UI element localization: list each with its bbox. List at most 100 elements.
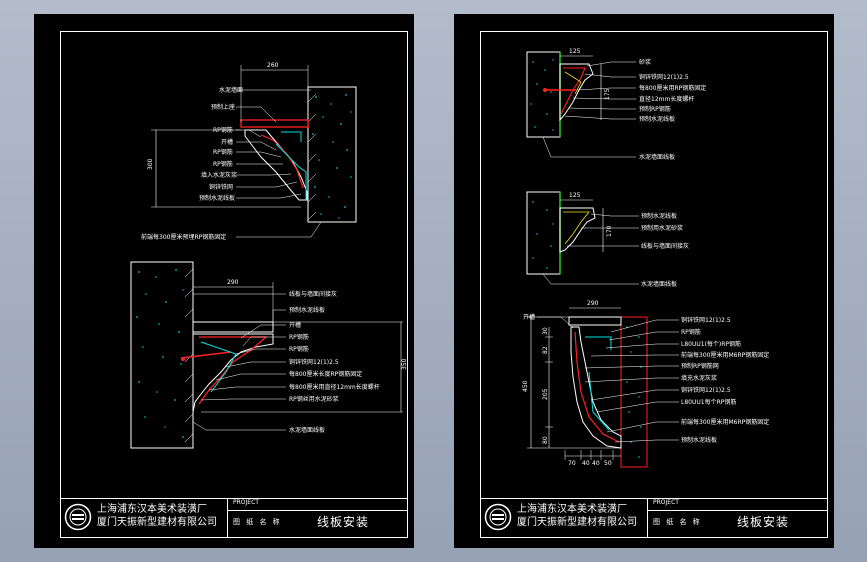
wall-hatch-dots-d <box>532 201 554 269</box>
anchor-bolt-b <box>180 351 232 359</box>
anchor-head-b <box>181 357 185 361</box>
wall-section-c <box>526 51 561 138</box>
wall-plaster-hatch <box>307 93 317 221</box>
drawing-name-label: 图 纸 名 称 <box>233 518 282 526</box>
detail-a: 260 300 水泥墙 <box>141 62 357 241</box>
wall-section-d <box>526 191 561 275</box>
label-b-3: RP钢筋 <box>289 333 309 341</box>
company-logo-icon <box>484 503 512 531</box>
dim-bottom-2: 40 <box>592 460 600 467</box>
sheet-frame: 260 300 水泥墙 <box>60 31 408 538</box>
drawing-name-label: 图 纸 名 称 <box>653 518 702 526</box>
rebar <box>275 143 307 200</box>
note-b: 水泥墙面线板 <box>289 426 325 434</box>
drawing-name-value: 线板安装 <box>317 515 370 529</box>
dim-bottom-0: 70 <box>568 460 576 467</box>
title-block-rule <box>227 510 407 511</box>
note-d: 水泥墙面线板 <box>641 280 677 288</box>
dim-label-top-c: 125 <box>569 48 581 55</box>
company-line-1: 上海浦东汉本美术装潢厂 <box>97 504 207 515</box>
label-b-6: 每800厘米长度RP钢筋固定 <box>289 370 362 378</box>
wall-hatch-dots-b <box>136 269 184 438</box>
label-a-0: 水泥墙面 <box>219 86 243 94</box>
dim-label-side-c: 175 <box>604 88 611 100</box>
label-e-9: 预制水泥线板 <box>681 436 717 444</box>
profile-inner-c <box>560 67 586 115</box>
dim-bottom-3: 50 <box>604 460 612 467</box>
dim-label-side-b: 350 <box>401 358 408 370</box>
company-line-1: 上海浦东汉本美术装潢厂 <box>517 504 627 515</box>
label-a-8: 预制水泥线板 <box>199 194 235 202</box>
profile-inner-e <box>574 331 620 443</box>
cornice-profile-e <box>570 326 622 449</box>
project-label: PROJECT <box>653 499 679 506</box>
label-a-7: 铜锌铁网 <box>209 183 233 191</box>
title-block-divider <box>227 499 228 537</box>
label-b-5: 铜锌铁网12(1)2.5 <box>289 358 339 366</box>
label-d-2: 线板与墙面间接灰 <box>641 242 689 250</box>
cornice-profile <box>244 129 308 201</box>
label-c-4: 预制RP钢筋 <box>639 105 671 113</box>
leader-lines-e <box>584 319 679 443</box>
dim-label-side-d: 170 <box>606 225 613 237</box>
anchor-head-c <box>543 88 547 92</box>
leader-left-e <box>537 316 574 329</box>
wall-hatch-dots-e <box>626 326 642 458</box>
label-b-2: 开槽 <box>289 321 301 329</box>
label-c-2: 每800厘米用RP钢筋固定 <box>639 84 706 92</box>
note-c: 水泥墙面线板 <box>639 153 675 161</box>
wall-section <box>307 86 357 223</box>
title-block: 上海浦东汉本美术装潢厂 厦门天振新型建材有限公司 PROJECT 图 纸 名 称… <box>61 498 407 537</box>
company-line-2: 厦门天振新型建材有限公司 <box>97 517 217 528</box>
dim-label-top-d: 125 <box>569 192 581 199</box>
detail-b: 290 350 线板与 <box>130 261 408 449</box>
label-b-4: RP钢筋 <box>289 345 309 353</box>
wall-section-b <box>130 261 194 449</box>
rebar-hook <box>281 131 302 142</box>
dim-label-side-e: 450 <box>522 380 529 392</box>
label-d-0: 预制水泥线板 <box>641 212 677 220</box>
label-c-3: 直径12mm长度螺杆 <box>639 95 694 103</box>
label-b-8: RP钢丝用水泥砂浆 <box>289 395 339 403</box>
label-c-1: 铜锌铁网12(1)2.5 <box>639 73 689 81</box>
label-e-8: 前端每300厘米用M6RP钢筋固定 <box>681 418 769 426</box>
drawing-sheet-right: 125 175 砂浆 铜锌铁网12(1)2.5 每800厘米用RP钢筋固定 直径… <box>454 14 834 548</box>
wall-hatch-dots <box>312 94 352 219</box>
dim-label-top: 260 <box>267 62 279 69</box>
rebar-b <box>200 341 237 393</box>
label-d-1: 预制用水泥砂浆 <box>641 224 683 232</box>
detail-drawings: 125 175 砂浆 铜锌铁网12(1)2.5 每800厘米用RP钢筋固定 直径… <box>522 48 769 468</box>
wall-hatch-dots-c <box>530 59 554 131</box>
cornice-profile-b <box>192 333 274 413</box>
dim-inner-1: 82 <box>542 346 549 354</box>
cornice-profile-d <box>559 207 596 253</box>
dim-label-top-e: 290 <box>587 300 599 307</box>
detail-d: 125 170 预制水泥线板 预制用水泥砂浆 线板与墙面间接灰 水泥墙面线板 <box>526 191 689 288</box>
rebar-hook-e <box>585 336 612 350</box>
note-a: 前端每300厘米预埋RP钢筋固定 <box>141 233 226 241</box>
label-c-0: 砂浆 <box>639 58 651 66</box>
slab-b <box>192 321 274 333</box>
company-names: 上海浦东汉本美术装潢厂 厦门天振新型建材有限公司 <box>97 503 225 529</box>
dim-label-side: 300 <box>147 158 154 170</box>
label-e-6: 铜锌铁网12(1)2.5 <box>681 386 731 394</box>
leader-lines-c <box>542 61 636 158</box>
label-e-0: 铜锌铁网12(1)2.5 <box>681 316 731 324</box>
profile-inner-d <box>563 211 590 245</box>
label-e-2: L80UU1(每个)RP钢筋 <box>681 340 741 348</box>
label-e-left: 开槽 <box>523 313 535 321</box>
drawing-sheet-left: 260 300 水泥墙 <box>34 14 414 548</box>
label-c-5: 预制水泥线板 <box>639 115 675 123</box>
title-block-rule <box>647 510 827 511</box>
label-e-5: 填充水泥灰浆 <box>681 374 717 382</box>
wall-section-e <box>620 316 648 468</box>
dim-ticks-bottom-e <box>564 450 614 460</box>
project-label: PROJECT <box>233 499 259 506</box>
label-a-6: 填入水泥灰浆 <box>201 171 237 179</box>
top-plate <box>240 119 309 128</box>
label-b-7: 每800厘米用直径12mm长度螺杆 <box>289 383 380 391</box>
dim-inner-2: 205 <box>542 388 549 400</box>
leader-lines-a <box>236 89 322 238</box>
label-a-2: RP钢筋 <box>213 126 233 134</box>
wall-plaster-hatch-b <box>184 268 194 443</box>
